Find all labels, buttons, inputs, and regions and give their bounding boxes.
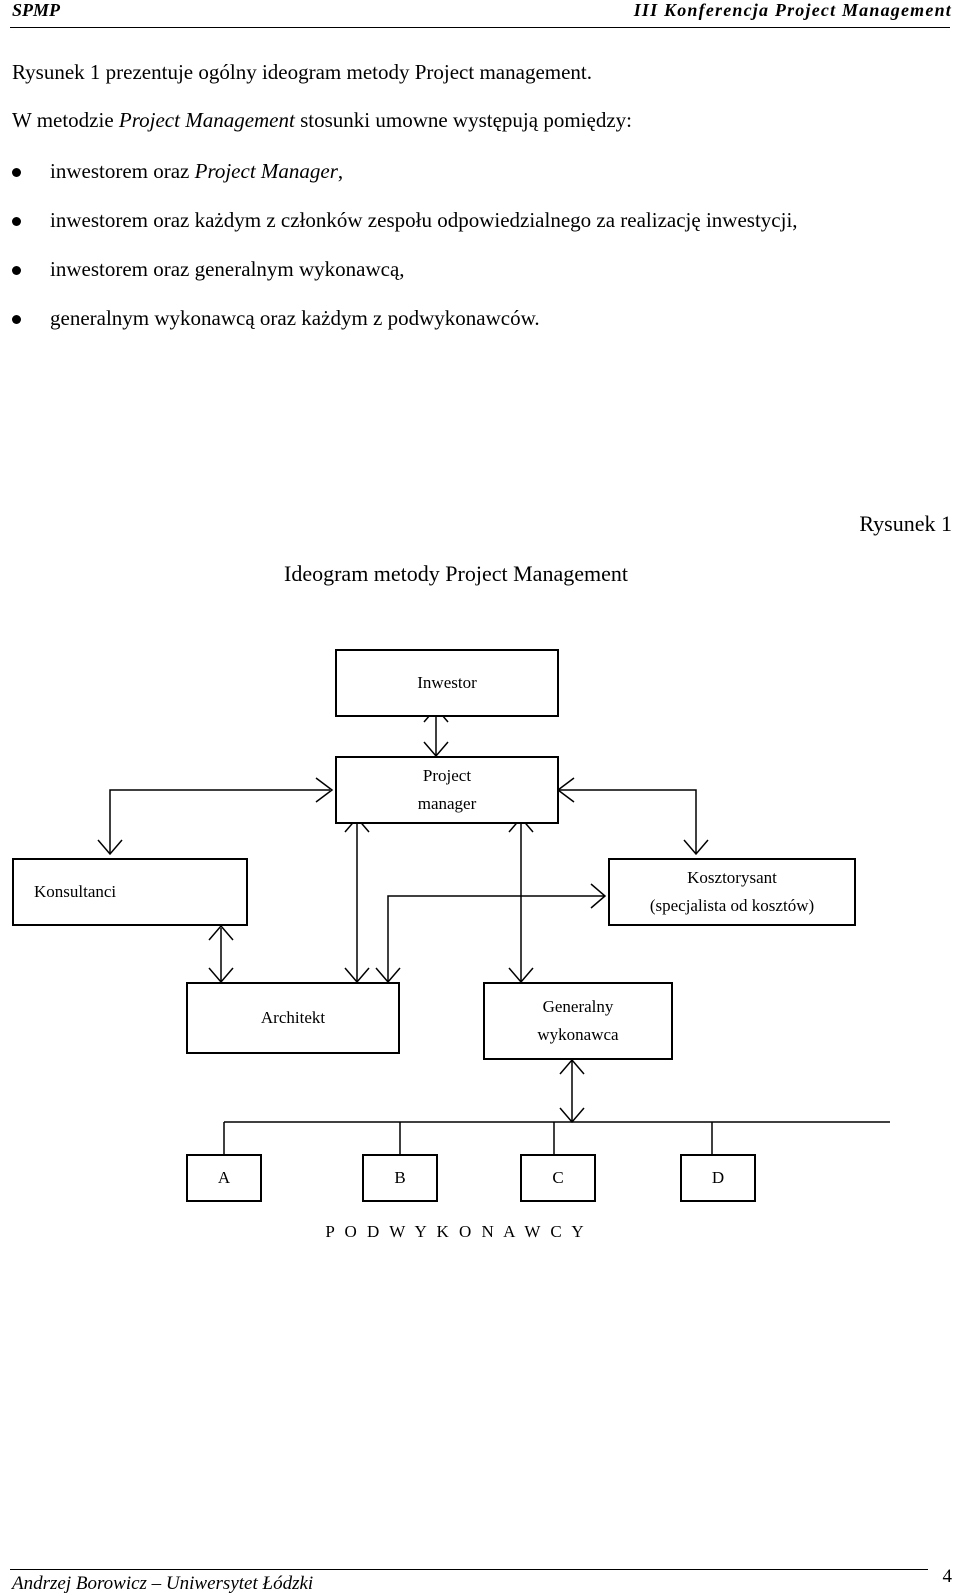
- gc-label-line2: wykonawca: [537, 1025, 619, 1044]
- subcontractor-label-a: A: [217, 1168, 231, 1187]
- investor-box: Inwestor: [335, 649, 559, 717]
- header-left: SPMP: [12, 0, 61, 20]
- bullet-text: inwestorem oraz każdym z członków zespoł…: [50, 208, 798, 232]
- bullet-text-prefix: inwestorem oraz: [50, 159, 195, 183]
- cost-estimator-box: Kosztorysant (specjalista od kosztów): [608, 858, 856, 926]
- subcontractor-label-b: B: [394, 1168, 406, 1187]
- pm-consultants-connector: [109, 789, 330, 853]
- figure-title: Ideogram metody Project Management: [284, 561, 628, 586]
- bullet-text: inwestorem oraz Project Manager,: [50, 159, 343, 184]
- subcontractor-box-b: B: [362, 1154, 438, 1202]
- footer-divider: [10, 1569, 928, 1570]
- bullet-dot-icon: [12, 217, 21, 226]
- pm-cost-connector: [558, 789, 697, 853]
- figure-label: Rysunek 1: [859, 511, 952, 536]
- cost-label-line1: Kosztorysant: [687, 868, 777, 887]
- arrowhead-icon: [315, 777, 334, 803]
- page-number: 4: [942, 1566, 953, 1587]
- consultants-box: Konsultanci: [12, 858, 248, 926]
- bullet-dot-icon: [12, 168, 21, 177]
- subcontractor-label-c: C: [552, 1168, 564, 1187]
- lead-suffix: stosunki umowne występują pomiędzy:: [294, 108, 632, 132]
- bullet-text-italic: Project Manager: [194, 159, 338, 183]
- header-divider: [10, 27, 950, 28]
- investor-label: Inwestor: [417, 673, 477, 692]
- lead-paragraph: W metodzie Project Management stosunki u…: [12, 108, 632, 133]
- bullet-text: inwestorem oraz generalnym wykonawcą,: [50, 257, 405, 281]
- architect-cost-connector: [387, 895, 605, 982]
- general-contractor-box: Generalny wykonawca: [483, 982, 673, 1060]
- subcontractors-label-wrap: P O D W Y K O N A W C Y: [0, 1222, 960, 1242]
- bullet-dot-icon: [12, 266, 21, 275]
- arrowhead-icon: [590, 883, 607, 909]
- project-manager-box: Project manager: [335, 756, 559, 824]
- intro-paragraph: Rysunek 1 prezentuje ogólny ideogram met…: [12, 60, 593, 84]
- bullet-dot-icon: [12, 315, 21, 324]
- consultants-label: Konsultanci: [34, 882, 117, 901]
- pm-label-line2: manager: [417, 794, 477, 813]
- gc-label-line1: Generalny: [542, 997, 614, 1016]
- arrowhead-icon: [683, 839, 709, 856]
- figure-title-wrap: Ideogram metody Project Management: [0, 561, 960, 587]
- subcontractor-box-d: D: [680, 1154, 756, 1202]
- lead-prefix: W metodzie: [12, 108, 119, 132]
- subcontractors-label: P O D W Y K O N A W C Y: [325, 1222, 587, 1241]
- bullet-text-suffix: ,: [337, 159, 344, 183]
- arrowhead-icon: [208, 924, 234, 941]
- lead-italic: Project Management: [118, 108, 295, 132]
- pm-label-line1: Project: [422, 766, 472, 785]
- subcontractor-box-c: C: [520, 1154, 596, 1202]
- arrowhead-icon: [97, 839, 123, 856]
- architect-box: Architekt: [186, 982, 400, 1054]
- subcontractor-box-a: A: [186, 1154, 262, 1202]
- connector-lines: [97, 706, 890, 1154]
- footer-author: Andrzej Borowicz – Uniwersytet Łódzki: [12, 1573, 314, 1594]
- cost-label-line2: (specjalista od kosztów): [649, 896, 815, 915]
- header-right: III Konferencja Project Management: [633, 0, 952, 20]
- architect-label: Architekt: [260, 1008, 326, 1027]
- subcontractor-label-d: D: [711, 1168, 725, 1187]
- arrowhead-icon: [559, 1058, 585, 1075]
- bullet-text: generalnym wykonawcą oraz każdym z podwy…: [50, 306, 540, 330]
